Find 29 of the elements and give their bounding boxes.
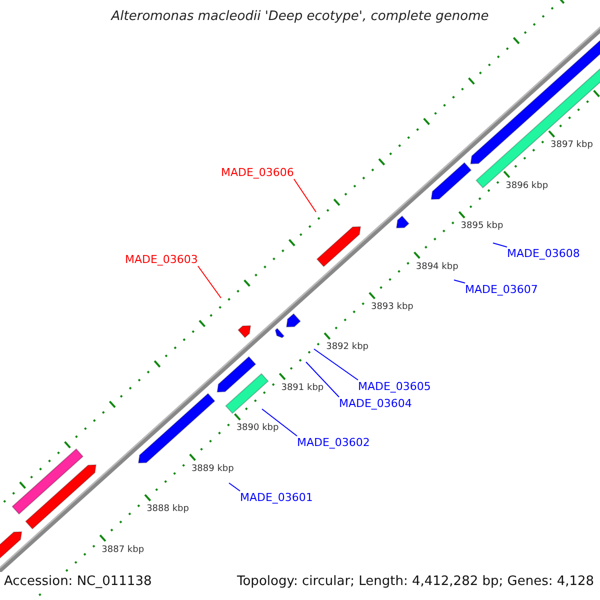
gene-label: MADE_03608 bbox=[507, 247, 580, 260]
gene-label: MADE_03604 bbox=[339, 397, 412, 410]
scale-label: 3891 kbp bbox=[281, 382, 324, 393]
scale-label: 3893 kbp bbox=[370, 302, 414, 312]
gene-label: MADE_03605 bbox=[358, 380, 431, 393]
leader-line bbox=[314, 348, 358, 380]
title: Alteromonas macleodii 'Deep ecotype', complete genome bbox=[110, 9, 490, 24]
scale-label: 3888 kbp bbox=[146, 504, 189, 514]
scale-label: 3896 kbp bbox=[506, 180, 548, 191]
scale-label: 3895 kbp bbox=[460, 221, 504, 232]
scale-label: 3889 kbp bbox=[191, 464, 234, 474]
scale-label: 3892 kbp bbox=[326, 342, 369, 352]
scale-label: 3897 kbp bbox=[550, 140, 593, 150]
scale-label: 3887 kbp bbox=[102, 544, 144, 555]
gene-label: MADE_03603 bbox=[125, 253, 198, 266]
gene-label: MADE_03602 bbox=[297, 436, 370, 449]
gene-label: MADE_03606 bbox=[221, 166, 294, 179]
genome-summary: Topology: circular; Length: 4,412,282 bp; Genes: 4,128 bbox=[237, 574, 594, 589]
leader-line bbox=[454, 280, 466, 284]
leader-line bbox=[262, 408, 298, 436]
gene-label: MADE_03601 bbox=[240, 491, 313, 504]
scale-label: 3894 kbp bbox=[416, 262, 458, 272]
leader-line bbox=[492, 242, 508, 248]
leader-line bbox=[293, 178, 316, 212]
leader-line bbox=[197, 266, 222, 298]
leader-line bbox=[228, 482, 240, 492]
leader-line bbox=[306, 362, 340, 398]
scale-label: 3890 kbp bbox=[236, 423, 279, 434]
gene-label: MADE_03607 bbox=[465, 283, 538, 296]
